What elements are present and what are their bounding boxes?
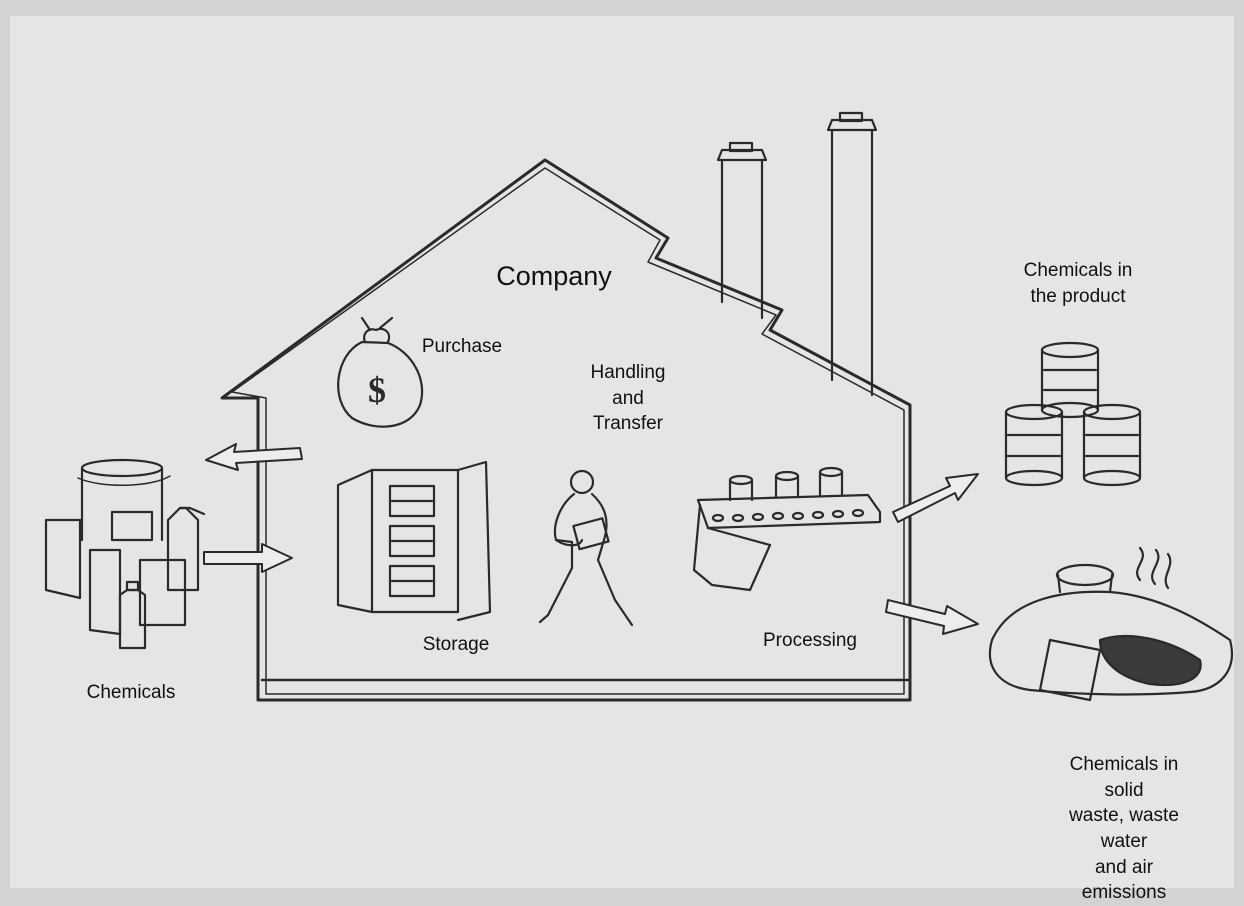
- label-waste-line-2: waste, waste water: [1069, 805, 1179, 852]
- chemical-containers-icon: [44, 458, 206, 650]
- label-chemicals-in-waste: Chemicals in solid waste, waste water an…: [1064, 752, 1184, 906]
- label-product-line-2: the product: [1030, 285, 1126, 307]
- label-purchase: Purchase: [421, 336, 503, 357]
- label-chemicals-in-product: Chemicals in the product: [1024, 258, 1133, 309]
- waste-pile-icon: [988, 546, 1233, 702]
- arrow-to-waste: [885, 599, 979, 635]
- label-company: Company: [496, 261, 612, 291]
- label-storage: Storage: [422, 634, 490, 655]
- arrow-icon: [203, 443, 979, 635]
- label-waste-line-3: and air emissions: [1081, 856, 1167, 904]
- arrow-in-right: [203, 543, 293, 573]
- label-handling-line-2: and: [612, 387, 644, 409]
- money-bag-icon: $: [337, 316, 424, 428]
- chimney-tall: [826, 111, 878, 397]
- label-product-line-1: Chemicals in: [1023, 260, 1133, 281]
- label-handling-line-3: Transfer: [592, 413, 664, 435]
- chimney-small: [716, 141, 768, 320]
- cabinet-icon: [336, 460, 492, 622]
- barrels-icon: [1004, 341, 1142, 487]
- worker-icon: [538, 469, 634, 627]
- company-building: [220, 158, 912, 702]
- label-waste-line-1: Chemicals in solid: [1069, 754, 1179, 801]
- diagram-frame: [10, 16, 1234, 888]
- label-handling: Handling and Transfer: [591, 360, 666, 437]
- label-handling-line-1: Handling: [590, 362, 666, 383]
- arrow-to-product: [892, 473, 979, 523]
- conveyor-icon: [692, 466, 882, 592]
- arrow-out-left: [205, 443, 303, 471]
- label-chemicals: Chemicals: [86, 682, 176, 703]
- label-processing: Processing: [763, 630, 857, 651]
- svg-text:$: $: [368, 370, 386, 410]
